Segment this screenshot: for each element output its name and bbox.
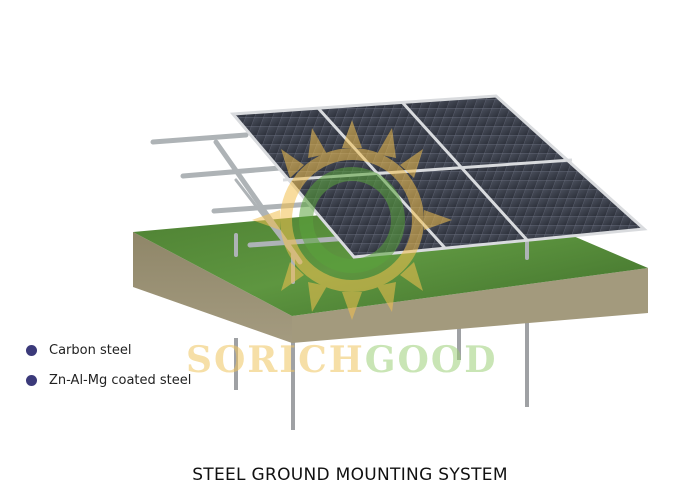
image-caption: STEEL GROUND MOUNTING SYSTEM <box>192 465 508 485</box>
steel-racking <box>150 132 529 284</box>
legend-dot <box>26 374 37 386</box>
soil-right <box>292 268 648 343</box>
legend-dot <box>26 344 37 356</box>
legend-item-carbon-steel: Carbon steel <box>26 340 191 360</box>
legend-item-znalmg-steel: Zn-Al-Mg coated steel <box>26 370 191 390</box>
solar-panel-array <box>229 94 648 259</box>
sorichgood-logo-watermark: SORICHGOOD <box>186 120 497 381</box>
legend-label: Carbon steel <box>49 342 132 358</box>
legend: Carbon steel Zn-Al-Mg coated steel <box>26 340 191 400</box>
soil-front <box>133 232 292 343</box>
legend-label: Zn-Al-Mg coated steel <box>49 372 192 388</box>
watermark-text: SORICHGOOD <box>186 339 497 381</box>
